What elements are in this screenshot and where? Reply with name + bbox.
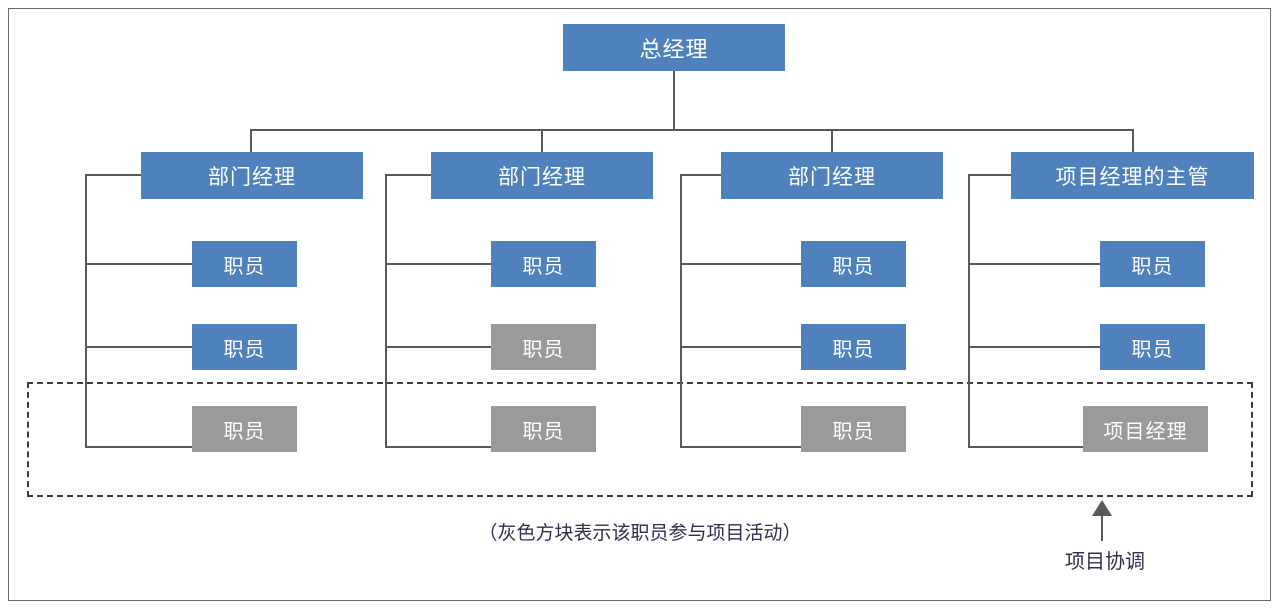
node-staff-col3-row2-label: 职员 — [832, 338, 875, 361]
connector-horizontal-bus — [250, 129, 1134, 131]
branch-col4-manager — [968, 174, 1012, 176]
node-staff-col4-row1[interactable]: 职员 — [1100, 241, 1205, 287]
node-staff-col4-row1-label: 职员 — [1131, 255, 1174, 278]
node-manager-col2-label: 部门经理 — [498, 165, 586, 189]
branch-col1-row1 — [85, 263, 193, 265]
project-participation-group-box — [27, 382, 1253, 497]
node-staff-col1-row1[interactable]: 职员 — [192, 241, 297, 287]
node-general-manager[interactable]: 总经理 — [563, 24, 785, 71]
node-staff-col2-row2[interactable]: 职员 — [491, 324, 596, 370]
branch-col2-row1 — [385, 263, 492, 265]
branch-col3-manager — [680, 174, 722, 176]
spine-col3 — [680, 174, 682, 447]
node-manager-col3[interactable]: 部门经理 — [721, 152, 943, 199]
legend-caption: （灰色方块表示该职员参与项目活动） — [478, 523, 802, 544]
node-staff-col3-row1-label: 职员 — [832, 255, 875, 278]
diagram-border — [8, 8, 1271, 601]
connector-drop-col1 — [250, 129, 252, 153]
node-staff-col4-row2-label: 职员 — [1131, 338, 1174, 361]
node-project-manager-col4-row3[interactable]: 项目经理 — [1083, 406, 1208, 452]
node-project-manager-col4-row3-label: 项目经理 — [1103, 420, 1188, 443]
connector-drop-col2 — [541, 129, 543, 153]
node-manager-col4-label: 项目经理的主管 — [1055, 165, 1210, 189]
node-staff-col3-row2[interactable]: 职员 — [801, 324, 906, 370]
spine-col2 — [385, 174, 387, 447]
node-staff-col1-row3-label: 职员 — [223, 420, 266, 443]
spine-col4 — [968, 174, 970, 447]
branch-col4-row1 — [968, 263, 1101, 265]
branch-col3-row3 — [680, 446, 802, 448]
branch-col4-row2 — [968, 346, 1101, 348]
node-manager-col1[interactable]: 部门经理 — [141, 152, 363, 199]
branch-col2-manager — [385, 174, 432, 176]
node-staff-col2-row2-label: 职员 — [522, 338, 565, 361]
branch-col2-row2 — [385, 346, 492, 348]
branch-col1-row3 — [85, 446, 193, 448]
node-staff-col2-row3-label: 职员 — [522, 420, 565, 443]
node-general-manager-label: 总经理 — [639, 36, 709, 62]
connector-top-stem — [673, 71, 675, 130]
node-staff-col2-row1[interactable]: 职员 — [491, 241, 596, 287]
up-arrow-shaft — [1101, 513, 1103, 541]
node-staff-col3-row3-label: 职员 — [832, 420, 875, 443]
branch-col1-row2 — [85, 346, 193, 348]
branch-col3-row1 — [680, 263, 802, 265]
branch-col1-manager — [85, 174, 142, 176]
branch-col3-row2 — [680, 346, 802, 348]
node-manager-col4[interactable]: 项目经理的主管 — [1011, 152, 1254, 199]
branch-col4-row3 — [968, 446, 1084, 448]
node-staff-col1-row2[interactable]: 职员 — [192, 324, 297, 370]
annotation-project-coordination: 项目协调 — [1065, 551, 1145, 573]
node-staff-col1-row2-label: 职员 — [223, 338, 266, 361]
node-manager-col2[interactable]: 部门经理 — [431, 152, 653, 199]
spine-col1 — [85, 174, 87, 447]
node-staff-col2-row1-label: 职员 — [522, 255, 565, 278]
branch-col2-row3 — [385, 446, 492, 448]
up-arrow-icon — [1092, 500, 1112, 516]
connector-drop-col3 — [831, 129, 833, 153]
node-staff-col2-row3[interactable]: 职员 — [491, 406, 596, 452]
node-manager-col3-label: 部门经理 — [788, 165, 876, 189]
connector-drop-col4 — [1132, 129, 1134, 153]
node-staff-col3-row3[interactable]: 职员 — [801, 406, 906, 452]
node-manager-col1-label: 部门经理 — [208, 165, 296, 189]
node-staff-col3-row1[interactable]: 职员 — [801, 241, 906, 287]
node-staff-col1-row1-label: 职员 — [223, 255, 266, 278]
node-staff-col4-row2[interactable]: 职员 — [1100, 324, 1205, 370]
node-staff-col1-row3[interactable]: 职员 — [192, 406, 297, 452]
